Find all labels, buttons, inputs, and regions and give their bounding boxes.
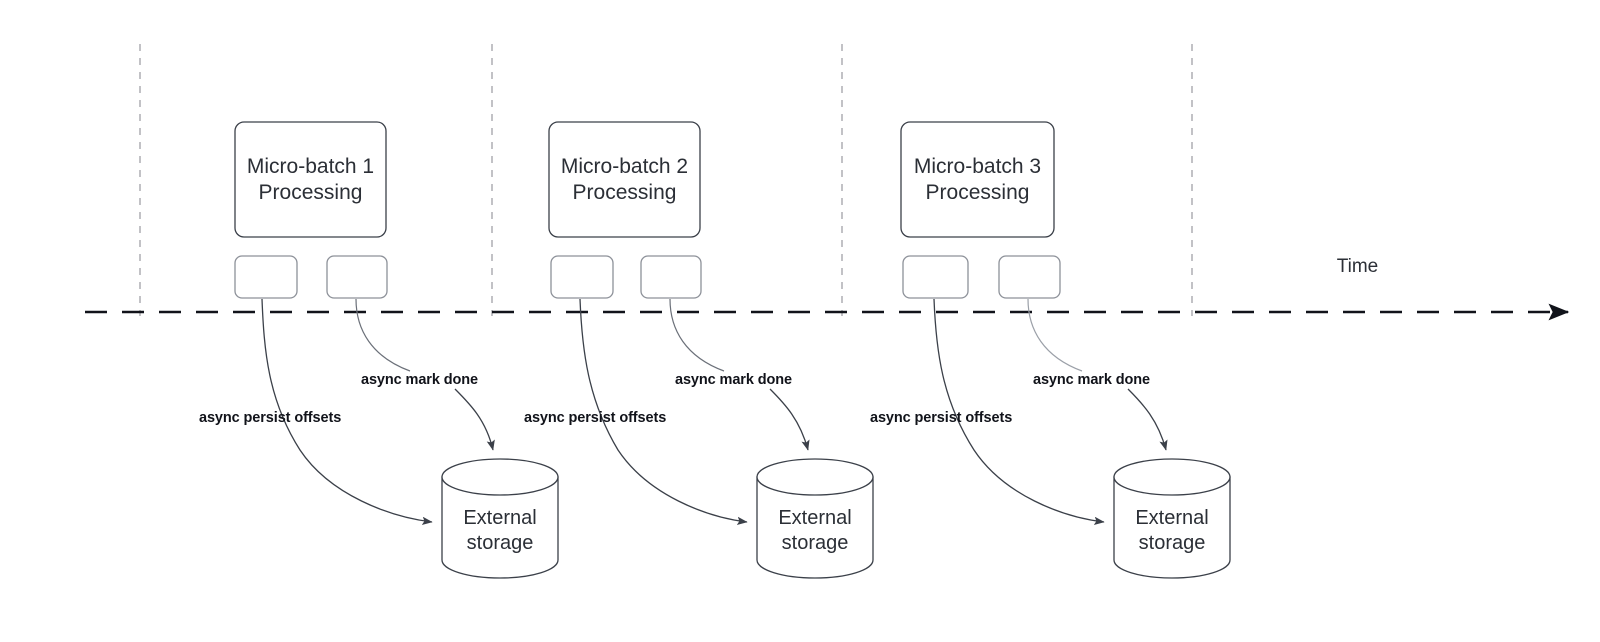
- task-box-1b[interactable]: [326, 255, 388, 299]
- external-storage-2[interactable]: [756, 458, 874, 579]
- micro-batch-1-box[interactable]: [234, 121, 387, 238]
- task-box-3b[interactable]: [998, 255, 1061, 299]
- async-mark-done-label-2: async mark done: [675, 372, 792, 388]
- async-persist-offsets-label-3: async persist offsets: [870, 410, 1013, 426]
- external-storage-1[interactable]: [441, 458, 559, 579]
- task-box-2a[interactable]: [550, 255, 614, 299]
- async-mark-done-edge-1-lower: [454, 388, 495, 451]
- micro-batch-2-box[interactable]: [548, 121, 701, 238]
- async-mark-done-edge-3-upper: [1027, 298, 1083, 372]
- async-mark-done-label-1: async mark done: [361, 372, 478, 388]
- async-persist-offsets-label-2: async persist offsets: [524, 410, 667, 426]
- async-mark-done-label-3: async mark done: [1033, 372, 1150, 388]
- async-persist-offsets-edge-3: [933, 298, 1105, 525]
- async-mark-done-edge-2-lower: [769, 388, 810, 451]
- async-persist-offsets-edge-2: [579, 298, 748, 525]
- task-box-3a[interactable]: [902, 255, 969, 299]
- async-persist-offsets-label-1: async persist offsets: [199, 410, 342, 426]
- task-box-2b[interactable]: [640, 255, 702, 299]
- task-box-1a[interactable]: [234, 255, 298, 299]
- micro-batch-3-box[interactable]: [900, 121, 1055, 238]
- async-mark-done-edge-3-lower: [1127, 388, 1168, 451]
- async-mark-done-edge-2-upper: [669, 298, 725, 372]
- async-persist-offsets-edge-1: [261, 298, 433, 525]
- external-storage-3[interactable]: [1113, 458, 1231, 579]
- async-mark-done-edge-1-upper: [355, 298, 411, 372]
